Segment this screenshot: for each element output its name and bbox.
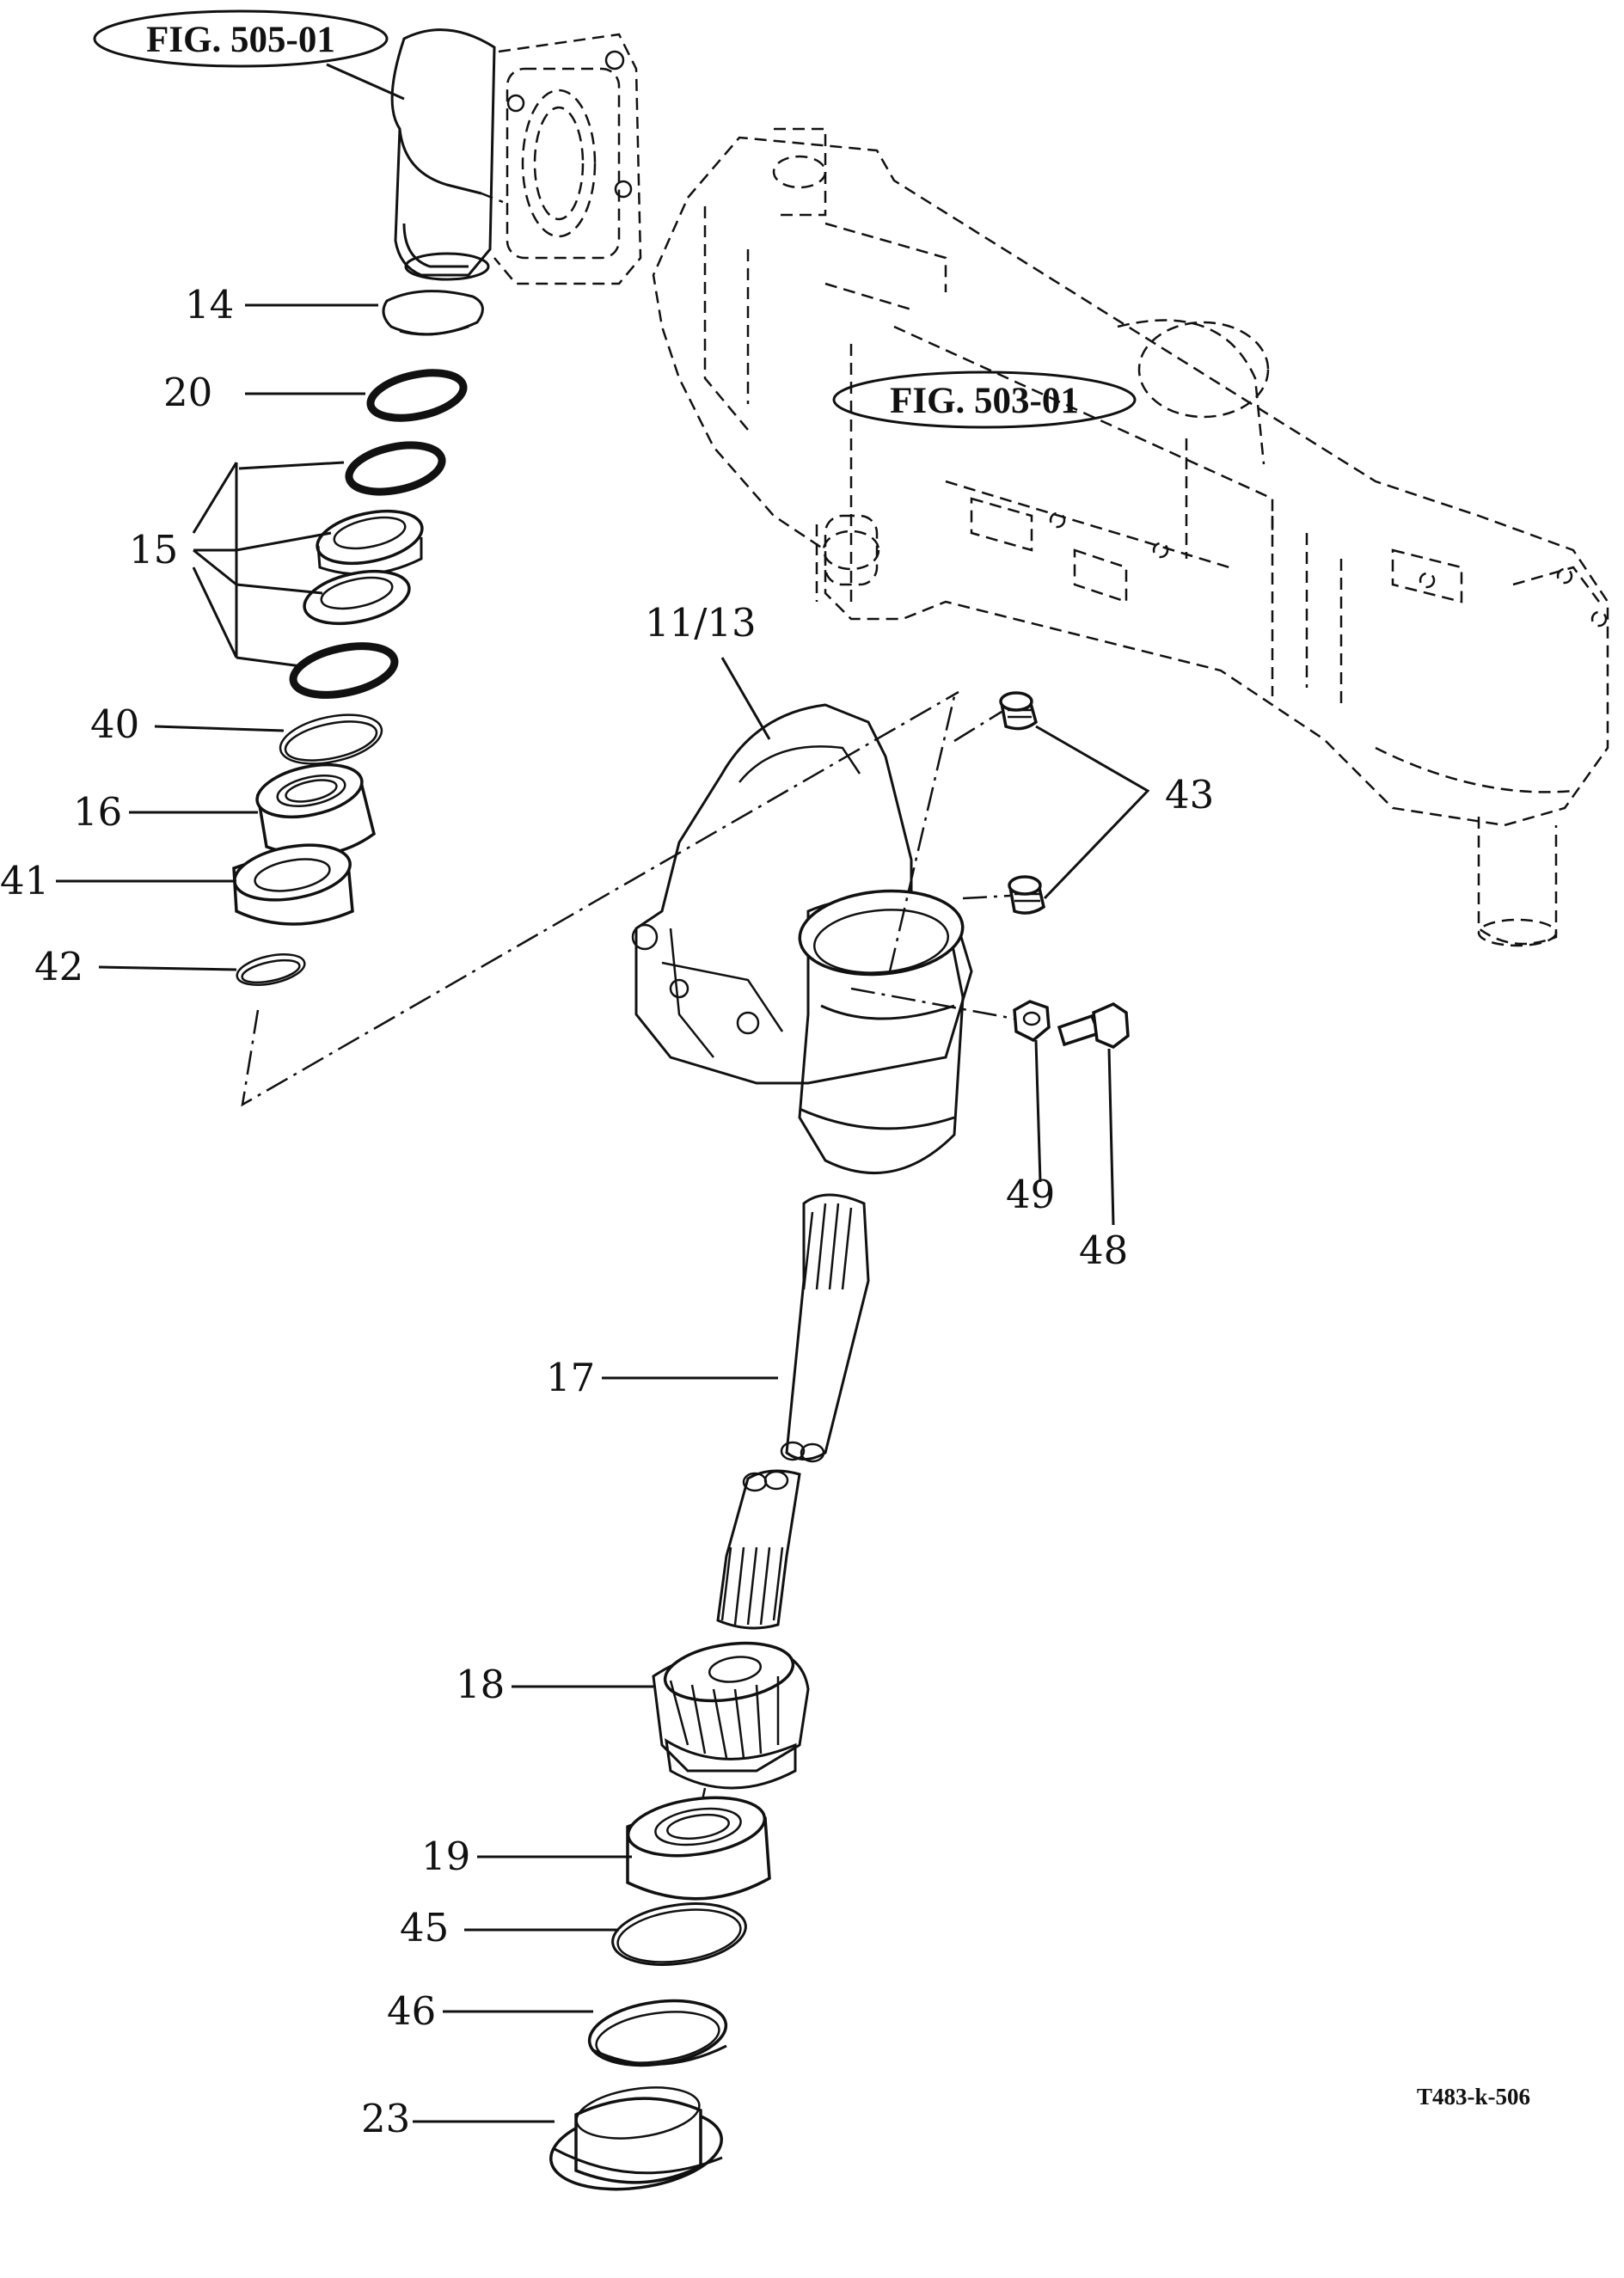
circlip-42: [236, 953, 306, 986]
gear-housing-11-13: [631, 695, 1015, 1175]
callout-15: 15: [129, 527, 178, 573]
callout-45: 45: [400, 1905, 449, 1950]
seal-14: [382, 290, 484, 336]
ring-15a: [345, 441, 446, 496]
bearing-16: [255, 762, 376, 857]
sleeve-23: [549, 2086, 723, 2191]
callout-20: 20: [163, 370, 212, 415]
ring-45: [611, 1902, 747, 1966]
ring-15b: [316, 509, 424, 566]
callout-19: 19: [421, 1834, 470, 1879]
callout-48: 48: [1079, 1228, 1128, 1273]
callout-11-13: 11/13: [645, 600, 757, 646]
callout-43: 43: [1165, 772, 1214, 818]
nut-bolt-49-48: [1013, 1000, 1130, 1050]
leader-lines: [56, 303, 1150, 2123]
snap-ring-40: [279, 713, 383, 765]
fig-503-reference[interactable]: FIG. 503-01: [832, 370, 1137, 429]
upper-elbow-housing: [390, 28, 642, 285]
fig-505-reference[interactable]: FIG. 505-01: [93, 9, 405, 101]
fig-505-label: FIG. 505-01: [146, 20, 335, 60]
callout-42: 42: [34, 944, 83, 989]
callout-23: 23: [361, 2096, 410, 2141]
snap-ring-46: [587, 1999, 728, 2067]
seal-41: [232, 843, 354, 926]
fig-503-label: FIG. 503-01: [890, 381, 1079, 421]
callout-17: 17: [546, 1355, 595, 1400]
callout-labels: 14 20 15 40 16 41 42 11/13 43 49 48 17 1…: [0, 282, 1214, 2141]
axle-housing-outline: [652, 127, 1609, 947]
callout-40: 40: [90, 701, 139, 747]
shaft-17: [716, 1193, 870, 1630]
plugs-43: [953, 691, 1045, 915]
drawing-reference: T483-k-506: [1417, 2084, 1530, 2110]
callout-49: 49: [1006, 1172, 1055, 1217]
ring-15c: [303, 569, 411, 626]
callout-18: 18: [456, 1662, 505, 1707]
callout-46: 46: [387, 1988, 436, 2034]
bearing-19: [626, 1796, 771, 1901]
ring-15d: [289, 642, 399, 699]
bevel-gear-18: [652, 1641, 810, 1849]
callout-41: 41: [0, 858, 49, 903]
o-ring-20: [366, 369, 468, 422]
callout-16: 16: [73, 789, 122, 835]
left-parts-stack: [232, 290, 959, 1107]
callout-14: 14: [185, 282, 234, 328]
